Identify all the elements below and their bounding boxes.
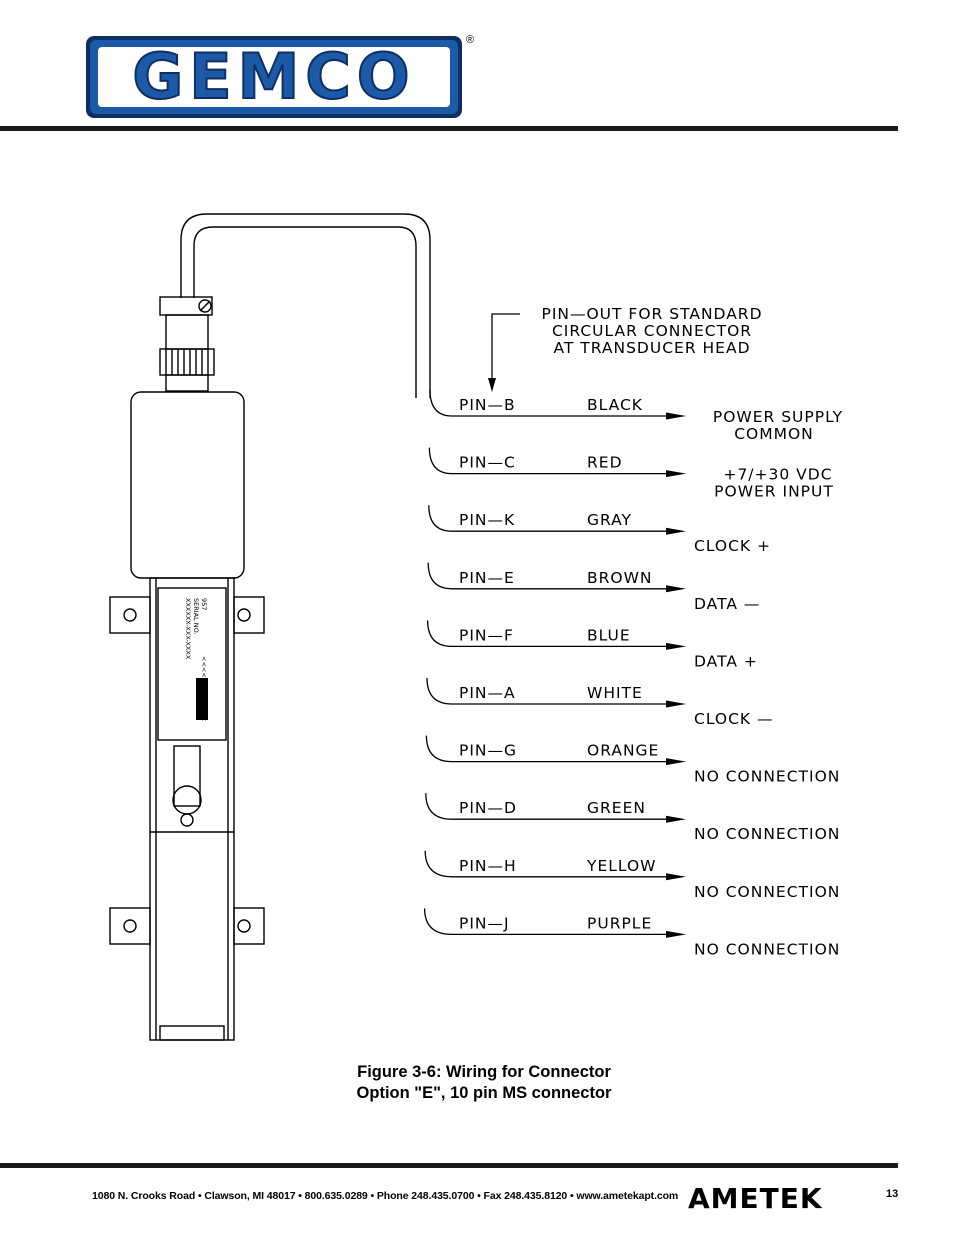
wire-row: PIN—J PURPLE NO CONNECTION bbox=[423, 908, 840, 958]
function-label: NO CONNECTION bbox=[694, 825, 840, 843]
function-label: NO CONNECTION bbox=[694, 768, 840, 786]
wire-row: PIN—K GRAY CLOCK + bbox=[428, 505, 771, 555]
wire-curve bbox=[425, 735, 453, 763]
wire-color-label: WHITE bbox=[587, 684, 643, 702]
ametek-logo-text: AMETEK bbox=[688, 1182, 823, 1214]
header-line-1: PIN—OUT FOR STANDARD bbox=[541, 305, 762, 323]
function-label: DATA + bbox=[694, 652, 758, 670]
wire-color-label: ORANGE bbox=[587, 742, 659, 760]
footer-rule bbox=[0, 1163, 898, 1168]
wire-arrow bbox=[666, 642, 686, 650]
caption-line-1: Figure 3-6: Wiring for Connector bbox=[357, 1063, 611, 1081]
wire-row: PIN—E BROWN DATA — bbox=[427, 562, 760, 613]
wire-arrow bbox=[666, 930, 686, 938]
plate-text-1: 957 bbox=[200, 598, 208, 610]
function-label-line-2: COMMON bbox=[734, 425, 814, 443]
wire-color-label: PURPLE bbox=[587, 914, 652, 932]
pin-label: PIN—A bbox=[459, 684, 516, 702]
function-label-line-2: POWER INPUT bbox=[714, 483, 834, 501]
function-label: +7/+30 VDC bbox=[723, 466, 832, 484]
wire-arrow bbox=[666, 527, 686, 535]
function-label: POWER SUPPLY bbox=[713, 408, 843, 426]
header-line-2: CIRCULAR CONNECTOR bbox=[552, 322, 752, 340]
function-label: NO CONNECTION bbox=[694, 883, 840, 901]
registered-mark: ® bbox=[466, 34, 475, 46]
wire-color-label: BLUE bbox=[587, 626, 631, 644]
pin-label: PIN—E bbox=[459, 569, 515, 587]
pin-label: PIN—C bbox=[459, 454, 516, 472]
wire-row: PIN—H YELLOW NO CONNECTION bbox=[424, 850, 840, 901]
wire-curve bbox=[427, 562, 453, 590]
wire-curve bbox=[428, 505, 453, 532]
wire-row: PIN—D GREEN NO CONNECTION bbox=[425, 793, 840, 843]
wire-arrow bbox=[666, 758, 686, 766]
gemco-logo: GEMCO bbox=[86, 36, 462, 118]
header-line-3: AT TRANSDUCER HEAD bbox=[553, 339, 750, 357]
wire-arrow bbox=[666, 873, 686, 881]
gemco-logo-text: GEMCO bbox=[132, 40, 415, 113]
wire-color-label: RED bbox=[587, 454, 623, 472]
wire-curve bbox=[429, 389, 453, 417]
wire-arrow bbox=[666, 815, 686, 823]
wire-curve bbox=[423, 908, 453, 936]
wire-arrow bbox=[666, 585, 686, 593]
function-label: NO CONNECTION bbox=[694, 940, 840, 958]
wire-color-label: GREEN bbox=[587, 799, 646, 817]
wire-curve bbox=[425, 793, 453, 820]
caption-line-2: Option "E", 10 pin MS connector bbox=[356, 1084, 612, 1102]
ametek-logo: AMETEK bbox=[688, 1182, 823, 1214]
pin-label: PIN—D bbox=[459, 799, 517, 817]
pin-label: PIN—G bbox=[459, 742, 517, 760]
wire-color-label: YELLOW bbox=[586, 857, 657, 875]
wire-color-label: BLACK bbox=[587, 396, 643, 414]
wire-arrow bbox=[666, 412, 686, 420]
pin-label: PIN—H bbox=[459, 857, 517, 875]
header-rule bbox=[0, 126, 898, 131]
plate-text-3: XXXXXX-XXX-XXXX bbox=[184, 598, 192, 660]
wire-row: PIN—F BLUE DATA + bbox=[426, 620, 758, 670]
figure-caption: Figure 3-6: Wiring for Connector Option … bbox=[284, 1062, 684, 1104]
wire-row: PIN—G ORANGE NO CONNECTION bbox=[425, 735, 840, 786]
wire-curve bbox=[424, 850, 453, 878]
function-label: CLOCK — bbox=[694, 710, 774, 728]
wire-arrow bbox=[666, 700, 686, 708]
pin-label: PIN—F bbox=[459, 626, 514, 644]
wire-curve bbox=[426, 620, 453, 648]
function-label: CLOCK + bbox=[694, 537, 771, 555]
wire-arrow bbox=[666, 470, 686, 478]
page-number: 13 bbox=[886, 1188, 899, 1200]
wire-color-label: BROWN bbox=[587, 569, 653, 587]
pin-label: PIN—B bbox=[459, 396, 516, 414]
wire-color-label: GRAY bbox=[587, 511, 632, 529]
footer-address: 1080 N. Crooks Road • Clawson, MI 48017 … bbox=[92, 1190, 679, 1202]
plate-text-2: SERIAL NO. bbox=[192, 598, 200, 635]
wire-row: PIN—A WHITE CLOCK — bbox=[426, 677, 774, 728]
pin-label: PIN—J bbox=[459, 914, 510, 932]
pin-label: PIN—K bbox=[459, 511, 515, 529]
wire-curve bbox=[426, 677, 453, 705]
function-label: DATA — bbox=[694, 595, 760, 613]
wire-curve bbox=[428, 447, 453, 475]
